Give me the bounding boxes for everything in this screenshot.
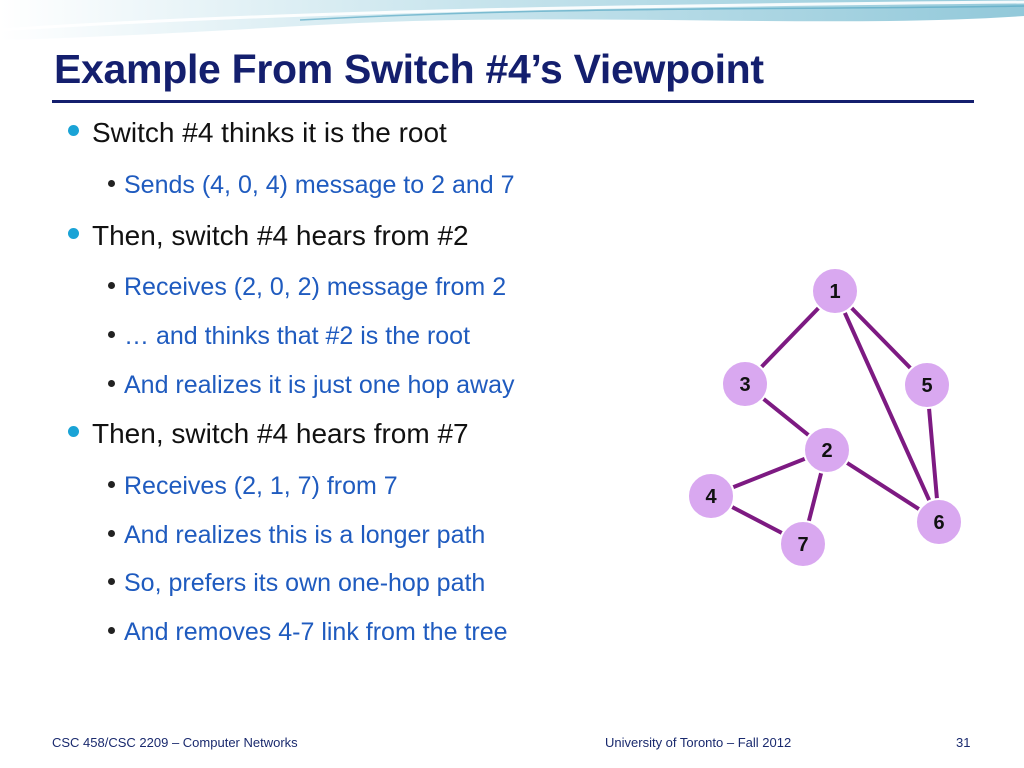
graph-node-4: 4 [687, 472, 735, 520]
network-graph: 1 2 3 4 5 6 7 [687, 267, 963, 568]
graph-node-label: 6 [933, 512, 944, 534]
sub-bullet-item: And removes 4-7 link from the tree [108, 618, 508, 647]
bullet-item: Then, switch #4 hears from #2 [68, 220, 469, 252]
graph-node-label: 5 [921, 375, 932, 397]
graph-node-3: 3 [721, 360, 769, 408]
top-wave-decoration [0, 0, 1024, 40]
bullet-dot-icon [108, 578, 115, 585]
footer-page-number: 31 [956, 735, 971, 750]
bullet-dot-icon [68, 125, 79, 136]
bullet-text: Then, switch #4 hears from #7 [92, 418, 469, 449]
graph-edge-1-6 [833, 289, 941, 524]
bullet-text: … and thinks that #2 is the root [124, 322, 471, 350]
graph-node-5: 5 [903, 361, 951, 409]
bullet-text: And realizes this is a longer path [124, 521, 486, 549]
bullet-dot-icon [68, 426, 79, 437]
slide-title: Example From Switch #4’s Viewpoint [54, 46, 764, 92]
sub-bullet-item: Sends (4, 0, 4) message to 2 and 7 [108, 171, 515, 200]
bullet-text: Receives (2, 1, 7) from 7 [124, 472, 398, 500]
graph-node-circle [915, 498, 963, 546]
graph-node-label: 1 [829, 281, 840, 303]
bullet-text: Sends (4, 0, 4) message to 2 and 7 [124, 171, 515, 199]
footer-course: CSC 458/CSC 2209 – Computer Networks [52, 735, 298, 750]
bullet-dot-icon [68, 228, 79, 239]
sub-bullet-item: So, prefers its own one-hop path [108, 569, 485, 598]
bullet-text: Switch #4 thinks it is the root [92, 117, 447, 148]
graph-node-label: 7 [797, 534, 808, 556]
graph-node-7: 7 [779, 520, 827, 568]
graph-node-circle [803, 426, 851, 474]
graph-node-label: 2 [821, 440, 832, 462]
graph-node-circle [903, 361, 951, 409]
sub-bullet-item: Receives (2, 1, 7) from 7 [108, 472, 398, 501]
bullet-text: And removes 4-7 link from the tree [124, 618, 508, 646]
bullet-dot-icon [108, 282, 115, 289]
graph-node-label: 4 [705, 486, 717, 508]
graph-nodes: 1 2 3 4 5 6 7 [687, 267, 963, 568]
bullet-text: And realizes it is just one hop away [124, 371, 515, 399]
graph-node-circle [721, 360, 769, 408]
bullet-text: So, prefers its own one-hop path [124, 569, 486, 597]
graph-node-circle [687, 472, 735, 520]
bullet-dot-icon [108, 380, 115, 387]
bullet-dot-icon [108, 331, 115, 338]
graph-node-circle [811, 267, 859, 315]
graph-node-label: 3 [739, 374, 750, 396]
graph-node-2: 2 [803, 426, 851, 474]
sub-bullet-item: Receives (2, 0, 2) message from 2 [108, 273, 506, 302]
bullet-dot-icon [108, 530, 115, 537]
bullet-dot-icon [108, 627, 115, 634]
bullet-item: Switch #4 thinks it is the root [68, 117, 447, 149]
graph-node-1: 1 [811, 267, 859, 315]
footer-institution: University of Toronto – Fall 2012 [605, 735, 792, 750]
sub-bullet-item: … and thinks that #2 is the root [108, 322, 470, 351]
graph-node-circle [779, 520, 827, 568]
sub-bullet-item: And realizes this is a longer path [108, 521, 485, 550]
bullet-dot-icon [108, 180, 115, 187]
graph-node-6: 6 [915, 498, 963, 546]
bullet-text: Then, switch #4 hears from #2 [92, 220, 469, 251]
title-underline [52, 100, 974, 103]
bullet-dot-icon [108, 481, 115, 488]
bullet-item: Then, switch #4 hears from #7 [68, 418, 469, 450]
bullet-text: Receives (2, 0, 2) message from 2 [124, 273, 507, 301]
sub-bullet-item: And realizes it is just one hop away [108, 371, 515, 400]
graph-edges [709, 289, 941, 546]
